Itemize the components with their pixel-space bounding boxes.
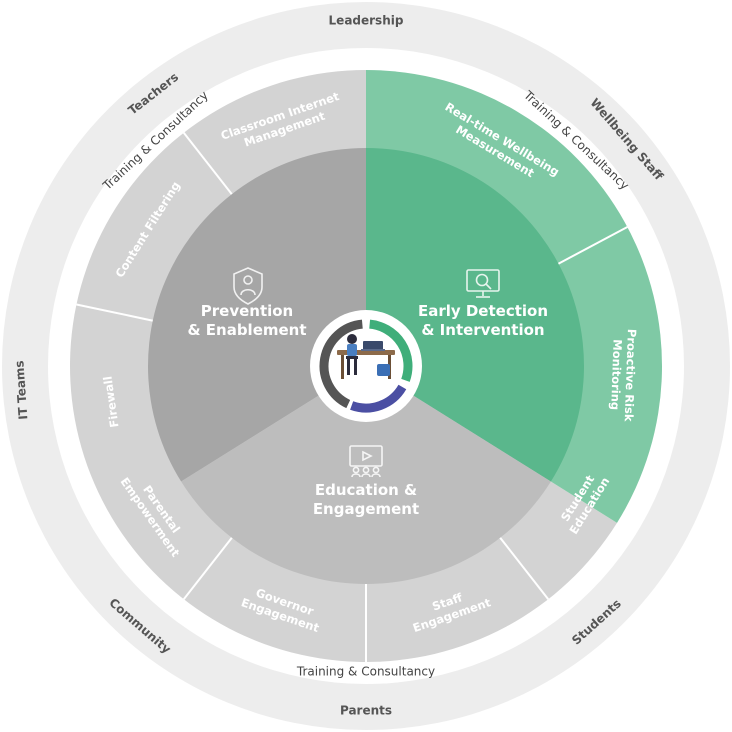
shield-person-icon	[233, 267, 263, 305]
magnifier-monitor-icon	[466, 269, 500, 298]
sector-prevention	[148, 148, 366, 482]
person-at-desk-with-laptop-icon	[337, 334, 395, 379]
cycle-arrow-gray	[319, 319, 363, 409]
segment-proactive-risk-monitoring-line-1: Proactive Risk	[622, 329, 639, 422]
stakeholder-leadership: Leadership	[329, 14, 404, 28]
education-title-line-1: Education &	[315, 481, 417, 499]
segment-proactive-risk-monitoring-line-2: Monitoring	[608, 339, 624, 410]
segment-dividers	[76, 132, 628, 662]
divider-classroom-content	[182, 132, 234, 197]
stakeholder-parents: Parents	[340, 704, 392, 718]
prevention-title-line-1: Prevention	[201, 302, 294, 320]
divider-content-firewall	[76, 303, 155, 323]
training-label-bottom: Training & Consultancy	[296, 665, 435, 679]
sector-education	[181, 366, 551, 584]
cycle-arrow-purple	[350, 384, 407, 413]
detection-title-line-2: & Intervention	[421, 321, 544, 339]
cycle-arrow-green	[369, 319, 413, 382]
cycle-arrows	[319, 319, 413, 413]
stakeholder-it-teams: IT Teams	[12, 360, 30, 420]
sector-detection	[366, 148, 584, 482]
prevention-title-line-2: & Enablement	[187, 321, 306, 339]
presentation-audience-icon	[349, 445, 383, 478]
detection-title-line-1: Early Detection	[418, 302, 548, 320]
divider-realtime-proactive	[556, 226, 628, 266]
education-title-line-2: Engagement	[313, 500, 419, 518]
divider-parental-governor	[182, 535, 234, 600]
divider-staff-student	[498, 535, 550, 600]
